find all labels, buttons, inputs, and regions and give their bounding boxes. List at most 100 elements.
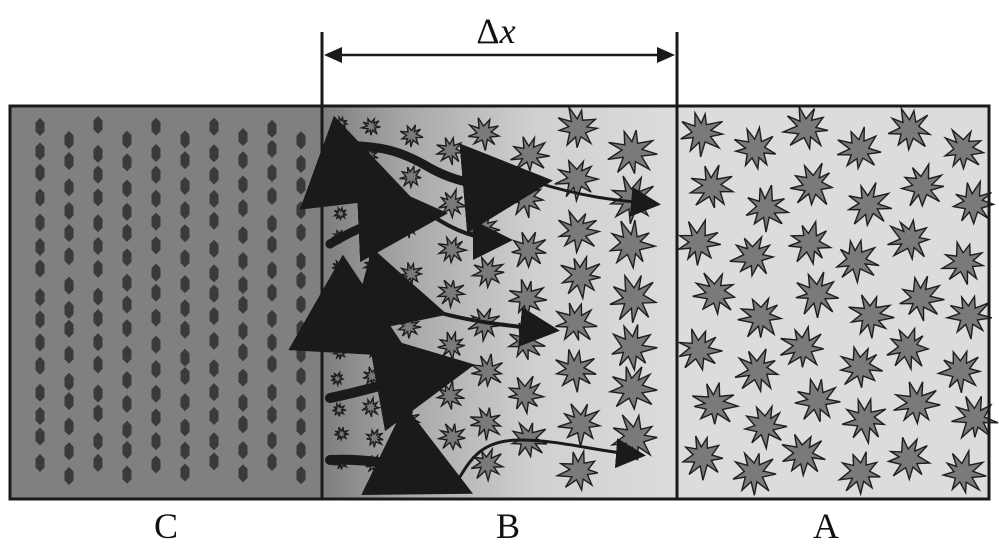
spiky-star-icon — [886, 326, 931, 372]
hexagon-dot-icon — [238, 151, 248, 170]
region-b-label: B — [495, 506, 521, 546]
spiky-star-icon — [729, 234, 776, 279]
delta-symbol: Δ — [476, 11, 500, 51]
hexagon-dot-icon — [238, 251, 248, 270]
hexagon-dot-icon — [209, 239, 219, 258]
hexagon-dot-icon — [238, 368, 248, 387]
flow-arrow-3 — [325, 172, 448, 263]
hexagon-dot-icon — [122, 345, 132, 364]
hexagon-dot-icon — [296, 394, 306, 413]
hexagon-dot-icon — [151, 432, 161, 451]
hexagon-dot-icon — [35, 453, 45, 472]
spiky-star-icon — [511, 231, 547, 270]
hexagon-dot-icon — [64, 178, 74, 197]
spiky-star-icon — [470, 446, 506, 484]
hexagon-dot-icon — [151, 455, 161, 474]
region-a-label: A — [813, 506, 839, 546]
hexagon-dot-icon — [93, 259, 103, 278]
hexagon-dot-icon — [151, 335, 161, 354]
hexagon-dot-icon — [267, 355, 277, 374]
hexagon-dot-icon — [209, 117, 219, 136]
delta-x-label: Δx — [476, 10, 515, 52]
spiky-star-icon — [556, 208, 602, 255]
hexagon-dot-icon — [64, 467, 74, 486]
hexagon-dot-icon — [238, 175, 248, 194]
spiky-star-icon — [936, 349, 983, 393]
spiky-star-icon — [789, 162, 835, 207]
spiky-star-icon — [469, 406, 503, 441]
hexagon-dot-icon — [35, 333, 45, 352]
hexagon-dot-icon — [122, 420, 132, 439]
spiky-star-icon — [838, 344, 883, 388]
hexagon-dot-icon — [180, 176, 190, 195]
spiky-star-icon — [676, 217, 721, 266]
hexagon-dot-icon — [238, 321, 248, 340]
spiky-star-icon — [836, 126, 882, 171]
spiky-star-icon — [467, 117, 502, 151]
hexagon-dot-icon — [238, 295, 248, 314]
spiky-star-icon — [469, 255, 506, 290]
spiky-star-icon — [611, 323, 658, 373]
hexagon-dot-icon — [296, 223, 306, 242]
hexagon-dot-icon — [296, 367, 306, 386]
hexagon-dot-icon — [209, 211, 219, 230]
spiky-star-icon — [332, 401, 347, 417]
hexagon-dot-icon — [209, 359, 219, 378]
spiky-star-icon — [332, 205, 348, 222]
spiky-star-icon — [607, 129, 658, 174]
spiky-star-icon — [691, 382, 741, 425]
hexagon-dot-icon — [64, 392, 74, 411]
hexagon-dot-icon — [35, 238, 45, 257]
hexagon-dot-icon — [180, 463, 190, 482]
spiky-star-icon — [939, 239, 986, 285]
hexagon-dot-icon — [93, 333, 103, 352]
hexagon-dot-icon — [151, 283, 161, 302]
spiky-star-icon — [507, 375, 547, 416]
hexagon-dot-icon — [35, 406, 45, 425]
hexagon-dot-icon — [151, 117, 161, 136]
spiky-star-icon — [434, 135, 466, 166]
hexagon-dot-icon — [296, 441, 306, 460]
hexagon-dot-icon — [209, 189, 219, 208]
hexagon-dot-icon — [209, 264, 219, 283]
spiky-star-icon — [737, 296, 784, 338]
spiky-star-icon — [692, 271, 737, 317]
hexagon-dot-icon — [93, 287, 103, 306]
flow-arrow-6 — [325, 332, 475, 432]
hexagon-dot-icon — [64, 372, 74, 391]
spiky-star-icon — [557, 403, 603, 447]
hexagon-dot-icon — [267, 333, 277, 352]
hexagon-dot-icon — [267, 283, 277, 302]
hexagon-dot-icon — [122, 295, 132, 314]
hexagon-dot-icon — [151, 165, 161, 184]
hexagon-dot-icon — [35, 188, 45, 207]
hexagon-dot-icon — [35, 117, 45, 136]
hexagon-dot-icon — [93, 309, 103, 328]
spiky-star-icon — [846, 182, 893, 228]
hexagon-dot-icon — [64, 345, 74, 364]
hexagon-dot-icon — [93, 384, 103, 403]
spiky-star-icon — [899, 161, 945, 208]
spiky-star-icon — [886, 437, 932, 482]
hexagon-dot-icon — [296, 466, 306, 485]
hexagon-dot-icon — [267, 405, 277, 424]
hexagon-dot-icon — [180, 224, 190, 243]
hexagon-dot-icon — [267, 453, 277, 472]
hexagon-dot-icon — [180, 367, 190, 386]
hexagon-dot-icon — [238, 343, 248, 362]
region-c-label: C — [153, 506, 179, 546]
hexagon-dot-icon — [151, 308, 161, 327]
hexagon-dot-icon — [151, 360, 161, 379]
spiky-star-icon — [469, 353, 504, 389]
hexagon-dot-icon — [267, 214, 277, 233]
hexagon-dot-icon — [151, 144, 161, 163]
spiky-star-icon — [554, 448, 599, 493]
hexagon-dot-icon — [122, 130, 132, 149]
spiky-star-icon — [734, 348, 781, 394]
hexagon-dot-icon — [267, 309, 277, 328]
hexagon-dot-icon — [180, 348, 190, 367]
hexagon-dot-icon — [209, 452, 219, 471]
hexagon-dot-icon — [64, 247, 74, 266]
hexagon-dot-icon — [209, 166, 219, 185]
spiky-star-icon — [780, 106, 829, 152]
